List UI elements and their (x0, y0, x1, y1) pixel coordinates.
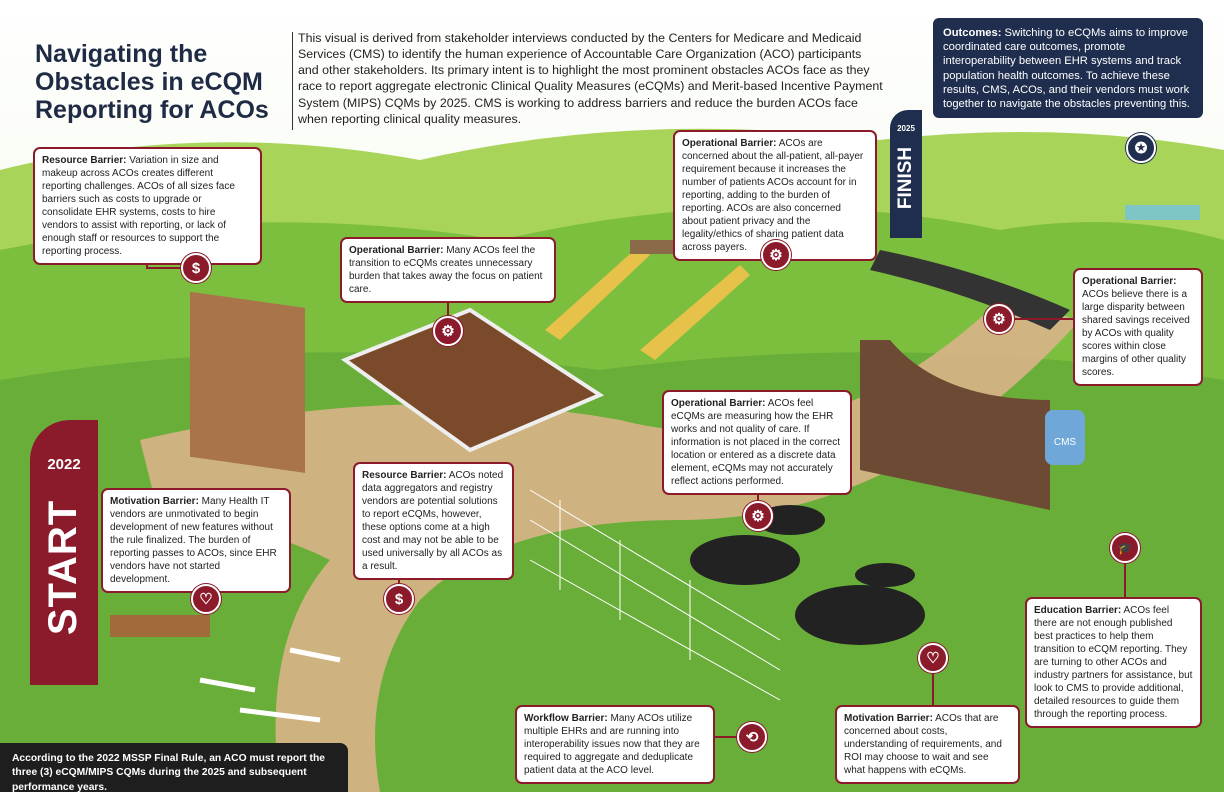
callout-label: Education Barrier: (1034, 605, 1122, 616)
dollar-icon: $ (384, 584, 414, 614)
callout-label: Motivation Barrier: (110, 496, 199, 507)
operational-barrier-callout: Operational Barrier: ACOs believe there … (1073, 268, 1203, 386)
callout-label: Operational Barrier: (1082, 276, 1177, 287)
outcomes-label: Outcomes: (943, 27, 1002, 39)
callout-text: Variation in size and makeup across ACOs… (42, 155, 235, 257)
callout-text: ACOs noted data aggregators and registry… (362, 470, 504, 572)
resource-barrier-callout: Resource Barrier: Variation in size and … (33, 147, 262, 265)
motivation-barrier-callout: Motivation Barrier: Many Health IT vendo… (101, 488, 291, 593)
callout-text: Many Health IT vendors are unmotivated t… (110, 496, 277, 585)
ramp-wall (860, 340, 1050, 510)
callout-text: ACOs feel eCQMs are measuring how the EH… (671, 398, 840, 487)
callout-label: Resource Barrier: (42, 155, 127, 166)
heart-icon: ♡ (918, 643, 948, 673)
finish-path (870, 250, 1070, 330)
start-label: START (41, 499, 86, 636)
callout-text: ACOs are concerned about the all-patient… (682, 138, 864, 253)
callout-text: ACOs that are concerned about costs, und… (844, 713, 1002, 776)
start-year: 2022 (47, 456, 81, 473)
callout-label: Resource Barrier: (362, 470, 447, 481)
gear-icon: ⚙ (761, 240, 791, 270)
finish-year: 2025 (897, 124, 915, 133)
mud-pit (340, 307, 605, 453)
workflow-barrier-callout: Workflow Barrier: Many ACOs utilize mult… (515, 705, 715, 784)
water-jug (1045, 410, 1085, 465)
footer-note: According to the 2022 MSSP Final Rule, a… (0, 743, 348, 793)
finish-label: FINISH (895, 146, 916, 210)
cycle-icon: ⟲ (737, 722, 767, 752)
operational-barrier-callout: Operational Barrier: Many ACOs feel the … (340, 237, 556, 303)
dollar-icon: $ (181, 253, 211, 283)
gear-icon: ⚙ (433, 316, 463, 346)
page-title: Navigating the Obstacles in eCQM Reporti… (35, 40, 269, 124)
graduation-cap-icon: 🎓 (1110, 533, 1140, 563)
tires (690, 505, 925, 645)
gear-icon: ⚙ (984, 304, 1014, 334)
water-jug-label: CMS (1054, 437, 1077, 448)
hurdles (199, 647, 341, 723)
callout-label: Workflow Barrier: (524, 713, 608, 724)
callout-label: Operational Barrier: (349, 245, 444, 256)
divider (292, 32, 293, 130)
callout-text: ACOs believe there is a large disparity … (1082, 289, 1190, 378)
resource-barrier-callout: Resource Barrier: ACOs noted data aggreg… (353, 462, 514, 580)
heart-icon: ♡ (191, 584, 221, 614)
callout-text: ACOs feel there are not enough published… (1034, 605, 1193, 720)
education-barrier-callout: Education Barrier: ACOs feel there are n… (1025, 597, 1202, 728)
callout-label: Operational Barrier: (682, 138, 777, 149)
outcomes-box: Outcomes: Switching to eCQMs aims to imp… (933, 18, 1203, 118)
outcomes-text: Switching to eCQMs aims to improve coord… (943, 27, 1190, 111)
intro-text: This visual is derived from stakeholder … (298, 31, 883, 126)
callout-label: Operational Barrier: (671, 398, 766, 409)
operational-barrier-callout: Operational Barrier: ACOs feel eCQMs are… (662, 390, 852, 495)
callout-text: Many ACOs feel the transition to eCQMs c… (349, 245, 543, 295)
motivation-barrier-callout: Motivation Barrier: ACOs that are concer… (835, 705, 1020, 784)
gear-icon: ⚙ (743, 501, 773, 531)
callout-text: Many ACOs utilize multiple EHRs and are … (524, 713, 700, 776)
award-badge-icon: ✪ (1126, 133, 1156, 163)
climbing-wall (190, 291, 305, 473)
bench (110, 615, 210, 637)
medical-table (1125, 205, 1200, 220)
net (529, 489, 781, 701)
callout-label: Motivation Barrier: (844, 713, 933, 724)
